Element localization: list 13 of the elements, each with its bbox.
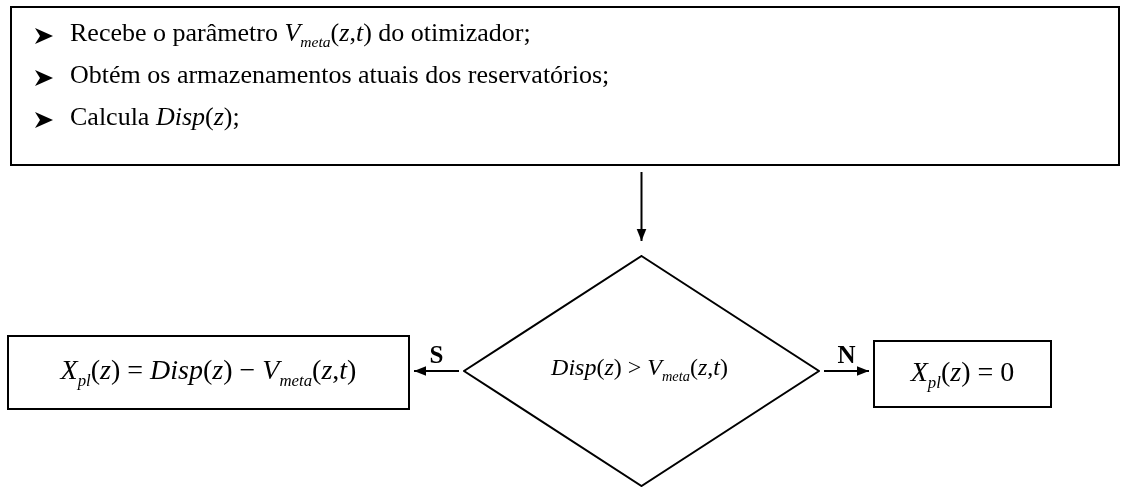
arrow (413, 366, 460, 376)
process-box (873, 340, 1052, 408)
formula: X$_{pl}$(z) = 0 (910, 355, 1015, 393)
decision-diamond (463, 255, 820, 487)
bullet-text: Recebe o parâmetro V$_{meta}$(z,t) do otimizador; (70, 18, 531, 52)
arrow (636, 171, 647, 242)
arrow (823, 366, 870, 376)
text-box (10, 6, 1120, 166)
formula: X$_{pl}$(z) = Disp(z) − V$_{meta}$(z,t) (60, 354, 357, 391)
process-box (7, 335, 410, 410)
bullet-text: Obtém os armazenamentos atuais dos reservatórios; (70, 60, 610, 90)
formula: Disp(z) > V$_{meta}$(z,t) (551, 353, 728, 385)
bullet-text: Calcula Disp(z); (70, 102, 240, 132)
